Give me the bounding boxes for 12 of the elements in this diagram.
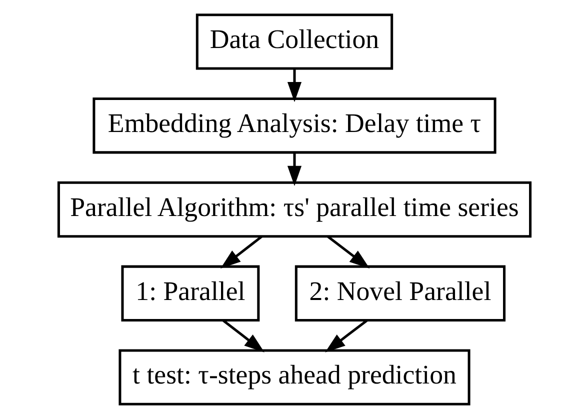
arrow bbox=[324, 320, 368, 352]
node-box: 1: Parallel bbox=[120, 265, 260, 322]
arrow bbox=[286, 152, 302, 186]
node-box: t test: τ-steps ahead prediction bbox=[118, 349, 470, 406]
node-box: Data Collection bbox=[195, 14, 393, 70]
arrow bbox=[326, 236, 370, 268]
node-box: 2: Novel Parallel bbox=[294, 265, 506, 322]
arrow bbox=[286, 68, 302, 102]
node-box: Parallel Algorithm: τs' parallel time series bbox=[56, 181, 532, 238]
arrow bbox=[222, 320, 264, 352]
arrow bbox=[220, 236, 262, 268]
node-box: Embedding Analysis: Delay time τ bbox=[92, 97, 496, 154]
